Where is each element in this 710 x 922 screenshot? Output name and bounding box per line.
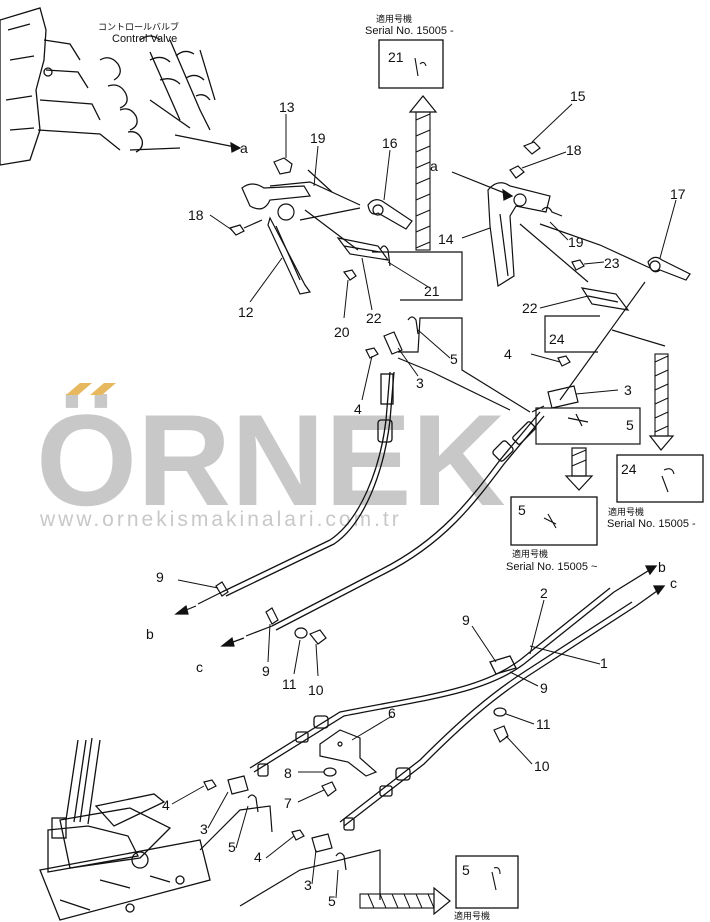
letter-b-left: b [146, 626, 154, 642]
callout-4-lower-left: 4 [162, 797, 170, 813]
cotter-pin-5-icon [543, 513, 557, 529]
cotter-pin-5-bottom-icon [491, 867, 501, 891]
callout-21-left: 21 [424, 283, 440, 299]
letter-b-right: b [658, 559, 666, 575]
callout-19-left: 19 [310, 130, 326, 146]
callout-19-right: 19 [568, 234, 584, 250]
callout-7: 7 [284, 795, 292, 811]
upward-arrow-21 [408, 95, 438, 251]
callout-20: 20 [334, 324, 350, 340]
callout-14: 14 [438, 231, 454, 247]
callout-21-top: 21 [388, 49, 404, 65]
callout-4-top: 4 [354, 401, 362, 417]
callout-23: 23 [604, 255, 620, 271]
inset-box-21 [378, 39, 444, 89]
callout-3-top: 3 [416, 375, 424, 391]
callout-9-left-top: 9 [156, 569, 164, 585]
control-valve-jp-label: コントロールバルブ [98, 21, 179, 33]
callout-17: 17 [670, 186, 686, 202]
leader-lines [171, 103, 677, 899]
callout-6: 6 [388, 705, 396, 721]
callout-2: 2 [540, 585, 548, 601]
callout-5-inset: 5 [626, 417, 634, 433]
watermark-accent-left [66, 383, 92, 395]
callout-9-right-bottom: 9 [540, 680, 548, 696]
callout-5-lower-center: 5 [328, 893, 336, 909]
callout-12: 12 [238, 304, 254, 320]
serial-jp-label-top: 適用号機 [376, 13, 412, 25]
callout-13: 13 [279, 99, 295, 115]
callout-5-box: 5 [518, 502, 526, 518]
upper-cables [221, 371, 545, 631]
callout-8: 8 [284, 765, 292, 781]
center-upper-parts [365, 316, 641, 491]
inset-box-5-bottom [455, 855, 519, 909]
callout-18-right: 18 [566, 142, 582, 158]
downward-arrow-24 [648, 353, 675, 451]
callout-1: 1 [600, 655, 608, 671]
callout-22-right: 22 [522, 300, 538, 316]
watermark-accent-right [90, 383, 116, 395]
left-lever-linkage [174, 134, 463, 301]
callout-3-lower-center: 3 [304, 877, 312, 893]
serial-label-mid: Serial No. 15005 ~ [506, 561, 597, 573]
watermark-logo: ÖRNEK [36, 387, 505, 533]
letter-a-right: a [430, 158, 438, 174]
callout-15: 15 [570, 88, 586, 104]
inset-box-5 [510, 496, 598, 546]
callout-9-left-bottom: 9 [262, 663, 270, 679]
callout-18-left: 18 [188, 207, 204, 223]
callout-4-right: 4 [504, 346, 512, 362]
left-clamp-parts [174, 581, 327, 647]
callout-11-left: 11 [282, 676, 297, 692]
lower-center-parts [199, 707, 509, 907]
rightward-arrow-5 [359, 886, 451, 916]
callout-5-box-bottom: 5 [462, 862, 470, 878]
callout-4-lower-center: 4 [254, 849, 262, 865]
callout-labels: 13 19 16 18 12 20 22 21 21 15 18 14 17 1… [156, 49, 686, 909]
watermark-url: www.ornekismakinalari.com.tr [39, 508, 402, 531]
cotter-pin-21-icon [414, 57, 427, 77]
control-valve [0, 7, 216, 166]
cotter-pin-24-icon [661, 468, 675, 493]
serial-label-right: Serial No. 15005 - [607, 518, 696, 530]
watermark: ÖRNEK www.ornekismakinalari.com.tr [36, 383, 505, 533]
callout-3-right: 3 [624, 382, 632, 398]
callout-11-right: 11 [536, 716, 551, 732]
callout-10-left: 10 [308, 682, 324, 698]
callout-24-box: 24 [621, 461, 637, 477]
serial-label-top: Serial No. 15005 - [365, 25, 454, 37]
callout-9-right-top: 9 [462, 612, 470, 628]
right-lever-linkage [451, 141, 691, 401]
callout-24-inset: 24 [549, 331, 565, 347]
letter-c-right: c [670, 575, 677, 591]
callout-22-left: 22 [366, 310, 382, 326]
control-valve-en-label: Control Valve [112, 33, 177, 45]
letter-a-left: a [240, 140, 248, 156]
callout-5-lower-left: 5 [228, 839, 236, 855]
serial-jp-label-right: 適用号機 [608, 506, 644, 518]
callout-5-top: 5 [450, 351, 458, 367]
callout-10-right: 10 [534, 758, 550, 774]
inset-box-24 [616, 454, 704, 503]
letter-c-left: c [196, 659, 203, 675]
serial-jp-label-mid: 適用号機 [512, 548, 548, 560]
serial-jp-label-bottom: 適用号機 [454, 910, 490, 922]
operator-lever-assembly [39, 737, 211, 921]
callout-3-lower-left: 3 [200, 821, 208, 837]
callout-16: 16 [382, 135, 398, 151]
